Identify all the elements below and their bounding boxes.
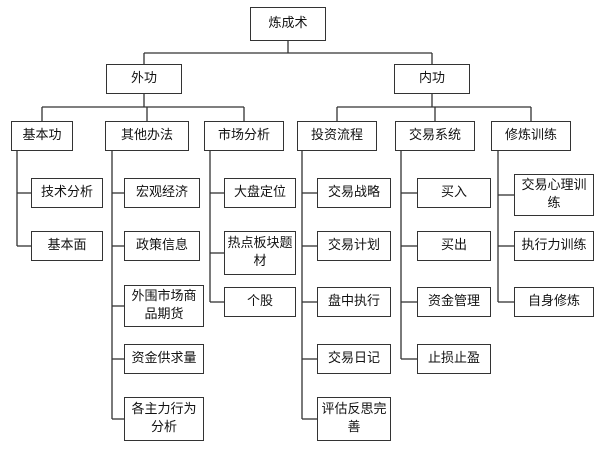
leaf-node: 止损止盈 (417, 344, 491, 374)
leaf-node: 外围市场商品期货 (124, 285, 204, 327)
root-label: 炼成术 (268, 16, 308, 31)
leaf-node: 技术分析 (31, 178, 103, 208)
leaf-node: 交易日记 (317, 344, 391, 374)
branch-outer-node: 外功 (106, 64, 182, 94)
leaf-node: 大盘定位 (224, 178, 296, 208)
leaf-label: 买入 (440, 185, 467, 200)
leaf-label: 宏观经济 (135, 185, 188, 200)
leaf-label: 评估反思完善 (321, 402, 387, 435)
leaf-label: 盘中执行 (327, 294, 380, 309)
leaf-node: 买入 (417, 178, 491, 208)
group-qitabanfa-label: 其他办法 (120, 128, 173, 143)
branch-outer-label: 外功 (130, 71, 157, 86)
group-touziliucheng-node: 投资流程 (297, 121, 377, 151)
group-xiulianxunlian-node: 修炼训练 (491, 121, 571, 151)
leaf-label: 政策信息 (135, 238, 188, 253)
leaf-node: 资金管理 (417, 287, 491, 317)
leaf-node: 基本面 (31, 231, 103, 261)
leaf-node: 政策信息 (124, 231, 200, 261)
leaf-node: 资金供求量 (124, 344, 204, 374)
leaf-label: 技术分析 (40, 185, 93, 200)
leaf-node: 个股 (224, 287, 296, 317)
group-jiaoyixitong-node: 交易系统 (395, 121, 475, 151)
leaf-label: 交易计划 (327, 238, 380, 253)
branch-inner-node: 内功 (394, 64, 470, 94)
leaf-label: 交易心理训练 (521, 178, 587, 211)
leaf-node: 宏观经济 (124, 178, 200, 208)
group-shichangfenxi-label: 市场分析 (217, 128, 270, 143)
leaf-label: 自身修炼 (527, 294, 580, 309)
group-jiaoyixitong-label: 交易系统 (408, 128, 461, 143)
root-node: 炼成术 (250, 7, 326, 41)
branch-inner-label: 内功 (418, 71, 445, 86)
leaf-label: 大盘定位 (233, 185, 286, 200)
leaf-node: 评估反思完善 (317, 397, 391, 441)
group-touziliucheng-label: 投资流程 (310, 128, 363, 143)
group-jibengong-node: 基本功 (11, 121, 73, 151)
leaf-label: 执行力训练 (521, 238, 587, 253)
leaf-node: 交易战略 (317, 178, 391, 208)
leaf-node: 热点板块题材 (224, 231, 296, 275)
group-xiulianxunlian-label: 修炼训练 (504, 128, 557, 143)
leaf-node: 盘中执行 (317, 287, 391, 317)
leaf-label: 止损止盈 (427, 351, 480, 366)
leaf-node: 自身修炼 (514, 287, 594, 317)
leaf-label: 交易日记 (327, 351, 380, 366)
leaf-label: 各主力行为分析 (131, 402, 197, 435)
leaf-node: 交易心理训练 (514, 174, 594, 216)
leaf-label: 买出 (440, 238, 467, 253)
leaf-label: 热点板块题材 (227, 236, 293, 269)
group-shichangfenxi-node: 市场分析 (204, 121, 284, 151)
group-qitabanfa-node: 其他办法 (105, 121, 189, 151)
leaf-label: 外围市场商品期货 (131, 289, 197, 322)
group-jibengong-label: 基本功 (22, 128, 62, 143)
leaf-label: 基本面 (47, 238, 87, 253)
leaf-label: 资金供求量 (131, 351, 197, 366)
leaf-node: 各主力行为分析 (124, 397, 204, 441)
leaf-label: 资金管理 (427, 294, 480, 309)
leaf-label: 个股 (246, 294, 273, 309)
leaf-node: 买出 (417, 231, 491, 261)
leaf-node: 交易计划 (317, 231, 391, 261)
leaf-node: 执行力训练 (514, 231, 594, 261)
leaf-label: 交易战略 (327, 185, 380, 200)
